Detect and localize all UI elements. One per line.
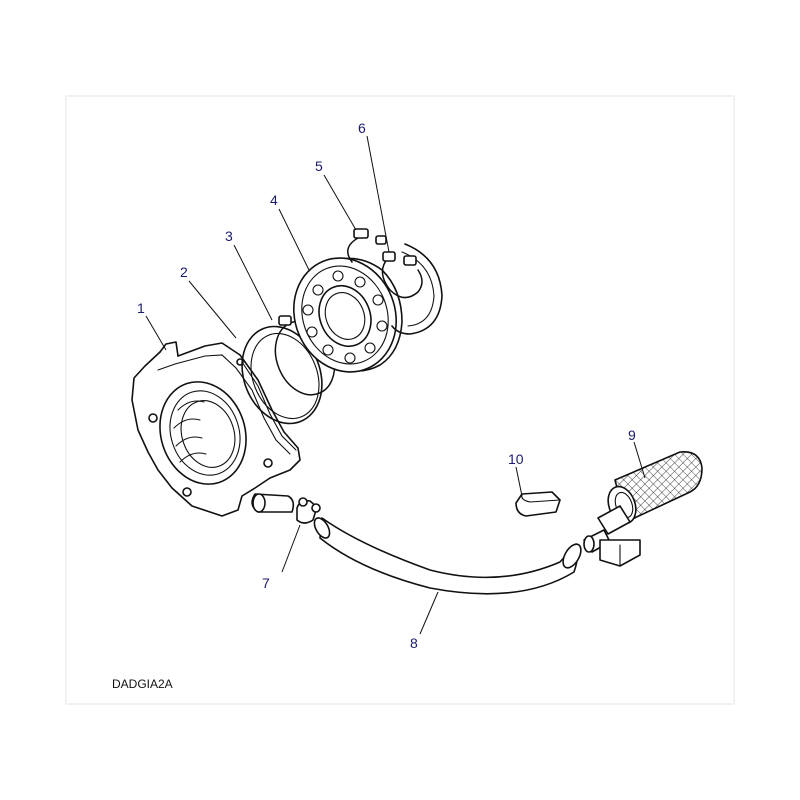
diagram-frame: [65, 95, 735, 705]
leader-2: [188, 280, 237, 339]
hose-part: [313, 517, 582, 595]
callout-labels: 1 2 3 4 5 6 7 8 9 10: [137, 120, 636, 651]
leader-9: [633, 441, 646, 479]
block-part: [515, 491, 561, 517]
callout-2: 2: [180, 264, 188, 280]
leader-3: [233, 244, 273, 321]
leader-lines: [145, 135, 646, 635]
callout-1: 1: [137, 300, 145, 316]
bleed-filter-part: [583, 451, 703, 567]
reference-code: DADGIA2A: [112, 677, 173, 691]
leader-7: [281, 524, 301, 573]
leader-4: [278, 208, 310, 271]
circlip-6-part: [381, 243, 443, 335]
callout-8: 8: [410, 635, 418, 651]
bearing-part: [293, 257, 403, 373]
leader-5: [323, 174, 357, 231]
callout-6: 6: [358, 120, 366, 136]
callout-4: 4: [270, 192, 278, 208]
hose-clip-part: [296, 497, 321, 524]
leader-10: [515, 466, 523, 497]
large-circlip-part: [241, 325, 323, 425]
housing-part: [131, 341, 301, 517]
leader-1: [145, 315, 167, 351]
pipe-stub-part: [251, 493, 295, 513]
callout-7: 7: [262, 575, 270, 591]
callout-10: 10: [508, 451, 524, 467]
leader-6: [366, 135, 390, 253]
callout-9: 9: [628, 427, 636, 443]
leader-8: [419, 591, 439, 635]
callout-5: 5: [315, 158, 323, 174]
circlip-5-part: [347, 228, 387, 263]
callout-3: 3: [225, 228, 233, 244]
